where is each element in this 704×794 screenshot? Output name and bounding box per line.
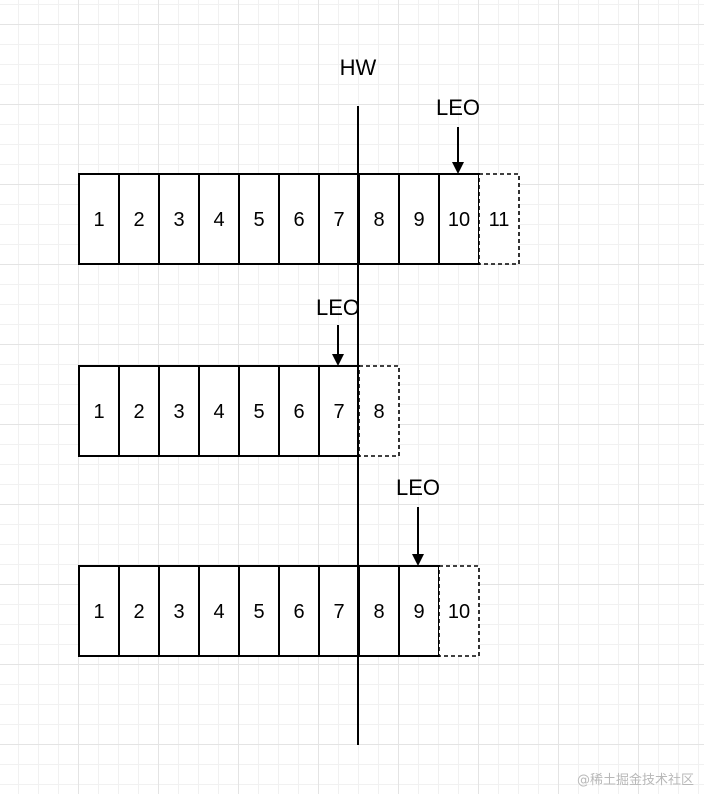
log-offset-label: 9 — [413, 601, 424, 623]
log-cell — [158, 173, 200, 265]
log-cell — [318, 173, 360, 265]
log-offset-label: 9 — [413, 209, 424, 231]
log-offset-label: 7 — [333, 401, 344, 423]
log-cell — [198, 565, 240, 657]
watermark: @稀土掘金技术社区 — [576, 773, 694, 788]
log-offset-label: 2 — [133, 209, 144, 231]
log-cell — [318, 365, 360, 457]
log-offset-label: 7 — [333, 601, 344, 623]
log-offset-label: 5 — [253, 209, 264, 231]
next-offset-label: 10 — [448, 601, 470, 623]
leo-arrow-head — [412, 554, 424, 566]
log-offset-label: 10 — [448, 209, 470, 231]
next-offset-cell — [478, 173, 520, 265]
leo-arrow-head — [452, 162, 464, 174]
log-offset-label: 1 — [93, 209, 104, 231]
log-cell — [238, 173, 280, 265]
log-cell — [118, 565, 160, 657]
next-offset-label: 11 — [489, 209, 510, 231]
log-offset-label: 3 — [173, 401, 184, 423]
log-cell — [118, 173, 160, 265]
log-offset-label: 7 — [333, 209, 344, 231]
log-offset-label: 3 — [173, 601, 184, 623]
leo-label: LEO — [436, 95, 480, 120]
log-cell — [158, 565, 200, 657]
log-offset-label: 3 — [173, 209, 184, 231]
log-offset-label: 6 — [293, 601, 304, 623]
log-offset-label: 4 — [213, 401, 224, 423]
log-cell — [238, 565, 280, 657]
log-offset-label: 4 — [213, 601, 224, 623]
log-cell — [438, 173, 480, 265]
log-cell — [398, 173, 440, 265]
log-offset-label: 4 — [213, 209, 224, 231]
log-offset-label: 6 — [293, 401, 304, 423]
log-offset-label: 5 — [253, 601, 264, 623]
leo-label: LEO — [396, 475, 440, 500]
log-cell — [198, 365, 240, 457]
log-offset-label: 2 — [133, 601, 144, 623]
log-offset-label: 1 — [93, 601, 104, 623]
log-cell — [358, 565, 400, 657]
leo-label: LEO — [316, 295, 360, 320]
log-offset-label: 8 — [373, 209, 384, 231]
next-offset-cell — [438, 565, 480, 657]
next-offset-label: 8 — [373, 401, 384, 423]
hw-label: HW — [340, 55, 377, 80]
leo-arrow-head — [332, 354, 344, 366]
log-offset-label: 1 — [93, 401, 104, 423]
log-cell — [278, 173, 320, 265]
log-offset-label: 5 — [253, 401, 264, 423]
log-cell — [278, 565, 320, 657]
log-cell — [78, 173, 120, 265]
log-row: 1 2 3 4 5 6 7 8 9 10 11 LEO — [78, 95, 520, 265]
log-cell — [78, 365, 120, 457]
log-row: 1 2 3 4 5 6 7 8 LEO — [78, 295, 400, 457]
log-cell — [118, 365, 160, 457]
log-cell — [78, 565, 120, 657]
log-offset-label: 8 — [373, 601, 384, 623]
log-offset-label: 2 — [133, 401, 144, 423]
log-row: 1 2 3 4 5 6 7 8 9 10 LEO — [78, 475, 480, 657]
log-offset-label: 6 — [293, 209, 304, 231]
next-offset-cell — [358, 365, 400, 457]
